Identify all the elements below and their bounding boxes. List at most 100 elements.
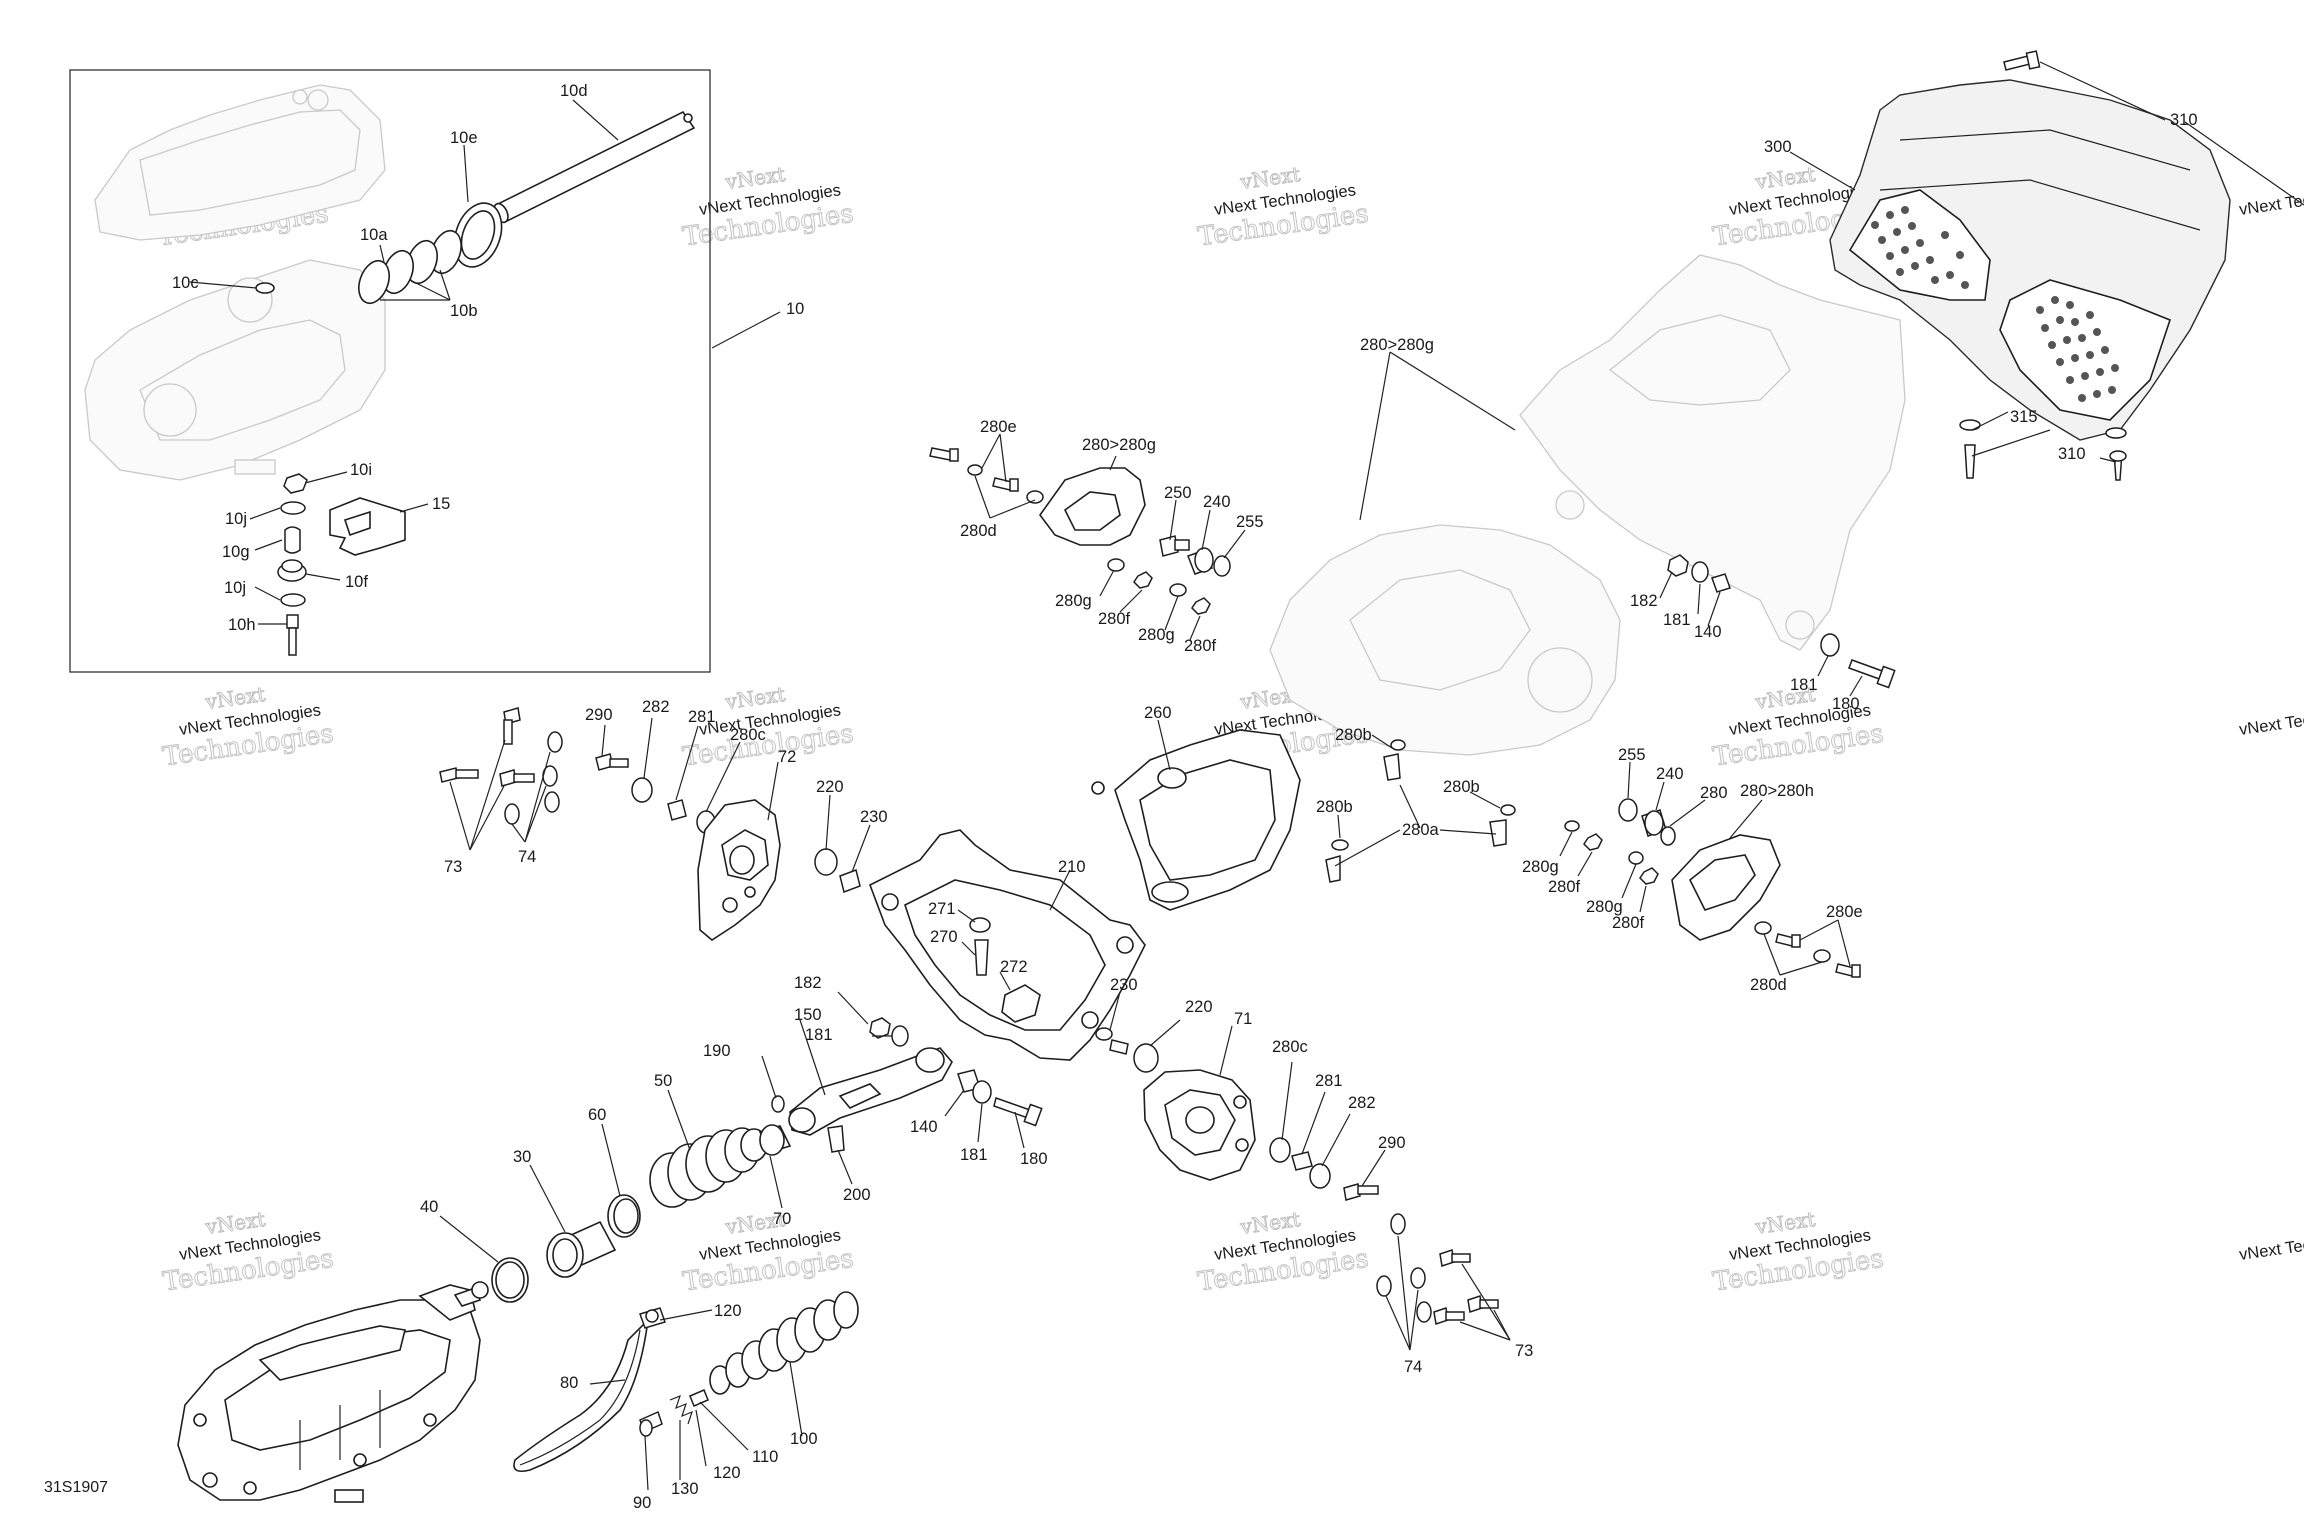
label-220: 220 [816,778,844,796]
label-90: 90 [633,1494,651,1512]
label-73: 73 [444,858,462,876]
label-260: 260 [1144,704,1172,722]
label-250: 250 [1164,484,1192,502]
sub-assembly-280-upper: 280e 280d 280>280g 250 240 255 280g 280f… [929,336,1516,655]
label-10j: 10j [224,579,246,597]
sub-assembly-280-lower: 255 240 280 280>280h 280g 280f 280g 280f… [1522,746,1863,994]
label-281: 281 [1315,1072,1343,1090]
label-180: 180 [1020,1150,1048,1168]
label-280b: 280b [1443,778,1480,796]
label-182: 182 [794,974,822,992]
label-271: 271 [928,900,956,918]
label-290: 290 [1378,1134,1406,1152]
label-120: 120 [713,1464,741,1482]
label-73: 73 [1515,1342,1533,1360]
label-110: 110 [752,1448,778,1466]
diagram-code: 31S1907 [44,1479,108,1496]
label-10: 10 [786,300,804,318]
label-180: 180 [1832,695,1860,713]
label-40: 40 [420,1198,438,1216]
part-80-hose [513,1317,650,1473]
label-220: 220 [1185,998,1213,1016]
label-10h: 10h [228,616,256,634]
label-240: 240 [1203,493,1231,511]
label-181: 181 [960,1146,988,1164]
label-281: 281 [688,708,716,726]
part-210-cross-member: 210 271 270 272 [868,829,1146,1061]
watermark: vNext vNext Technologies Technologies [1195,1206,1371,1298]
inset-leader-lines [189,99,781,625]
watermark: vNext Technologies [2238,701,2304,739]
label-280f: 280f [1184,637,1217,655]
label-181: 181 [805,1026,833,1044]
label-280e: 280e [1826,903,1863,921]
part-270-stud [974,939,989,976]
svg-text:vNext Technologies: vNext Technologies [2238,181,2304,219]
label-280e: 280e [980,418,1017,436]
label-10f: 10f [345,573,368,591]
leaders-280-upper [974,351,1516,641]
ghost-gearbox-underside [1269,524,1621,756]
label-72: 72 [778,748,796,766]
label-10a: 10a [360,226,388,244]
label-280g: 280g [1586,898,1623,916]
label-10i: 10i [350,461,372,479]
watermark: vNext Technologies [2238,181,2304,219]
hardware-73-74-lower: 73 74 [1376,1213,1533,1376]
part-280-bracket-ghost [1519,254,1906,651]
guard-labels: 300 310 315 310 [1764,61,2304,463]
hardware-180-group-upper: 182 181 140 181 180 [1630,554,1896,713]
ghost-gearbox-top [94,84,386,241]
part-71-mount: 230 220 71 280c 281 282 290 [1095,976,1406,1201]
part-50-boot [649,1127,768,1208]
label-10d: 10d [560,82,588,100]
label-280g: 280g [1055,592,1092,610]
label-280d: 280d [1750,976,1787,994]
left-mount-group: 73 74 290 282 281 280c 72 220 230 [439,698,888,941]
watermark: vNext vNext Technologies Technologies [1195,161,1371,253]
label-230: 230 [860,808,888,826]
line-parts: 120 80 100 110 120 130 90 [513,1291,859,1512]
ghost-gearbox-bottom [84,259,386,481]
label-280-280h: 280>280h [1740,782,1814,800]
label-240: 240 [1656,765,1684,783]
label-30: 30 [513,1148,531,1166]
label-280a: 280a [1402,821,1440,839]
label-282: 282 [1348,1094,1376,1112]
label-280f: 280f [1612,914,1645,932]
label-280b: 280b [1335,726,1372,744]
label-310: 310 [2170,111,2198,129]
label-74: 74 [1404,1358,1422,1376]
label-280g: 280g [1138,626,1175,644]
label-280g: 280g [1522,858,1559,876]
label-140: 140 [1694,623,1722,641]
guard-assembly [1269,50,2231,756]
label-280-280g: 280>280g [1360,336,1434,354]
part-10i-10h-hardware-stack [277,473,308,656]
perforations [1871,206,2119,402]
label-272: 272 [1000,958,1028,976]
label-15: 15 [432,495,450,513]
label-255: 255 [1236,513,1264,531]
label-130: 130 [671,1480,699,1498]
inset-detail: 10d 10e 10a 10c 10b 10 10i 10j 15 10g 10… [69,69,804,673]
label-300: 300 [1764,138,1792,156]
label-181: 181 [1663,611,1691,629]
label-280c: 280c [1272,1038,1308,1056]
watermark: vNext vNext Technologies Technologies [680,1206,856,1298]
label-10b: 10b [450,302,478,320]
svg-text:vNext Technologies: vNext Technologies [2238,701,2304,739]
label-150: 150 [794,1006,822,1024]
part-15-clip [329,497,406,556]
label-270: 270 [930,928,958,946]
label-290: 290 [585,706,613,724]
label-140: 140 [910,1118,938,1136]
label-10j: 10j [225,510,247,528]
label-280b: 280b [1316,798,1353,816]
label-280-280g: 280>280g [1082,436,1156,454]
label-10g: 10g [222,543,250,561]
label-50: 50 [654,1072,672,1090]
watermark: vNext vNext Technologies Technologies [680,161,856,253]
part-100-bellows [709,1291,859,1395]
